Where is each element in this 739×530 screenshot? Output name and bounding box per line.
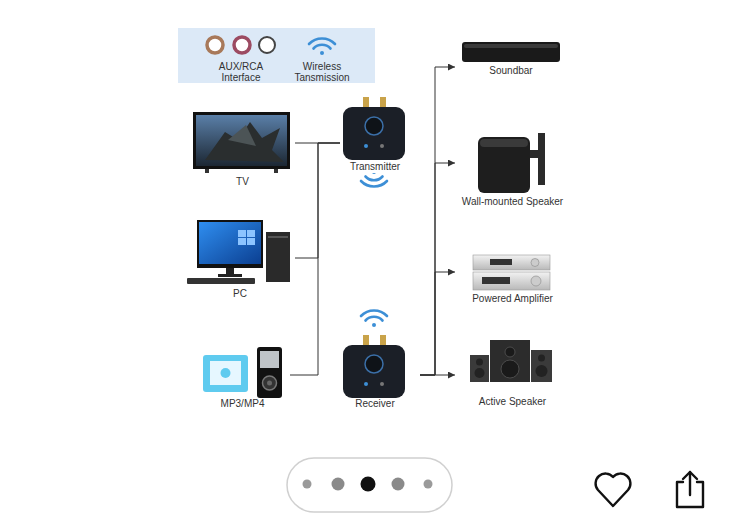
- wall-speaker-node: Wall-mounted Speaker: [455, 130, 570, 210]
- rca-symbol: [259, 37, 275, 53]
- mp3-illustration: [203, 347, 282, 398]
- legend-text: AUX/RCA Interface: [211, 61, 271, 83]
- pager-dot: [332, 478, 345, 491]
- legend-text: Wireless Tansmission: [287, 61, 357, 83]
- device-caption: PC: [232, 288, 248, 300]
- device-caption: Soundbar: [488, 65, 533, 77]
- soundbar-node: Soundbar: [455, 38, 567, 79]
- share-icon: [677, 472, 703, 507]
- connector: [420, 375, 455, 376]
- pager-dot: [361, 477, 376, 492]
- legend-item: Wireless Tansmission: [287, 61, 357, 83]
- device-caption: MP3/MP4: [220, 398, 266, 410]
- device-caption: Wall-mounted Speaker: [461, 196, 564, 208]
- heart-icon: [596, 474, 631, 506]
- soundbar-illustration: [462, 42, 560, 62]
- receiver-node: Receiver: [330, 333, 420, 412]
- amplifier-node: Powered Amplifier: [455, 252, 570, 307]
- wifi-icon: [309, 38, 335, 55]
- device-caption: Powered Amplifier: [471, 293, 554, 305]
- connector: [420, 67, 455, 375]
- device-caption: Active Speaker: [478, 396, 547, 408]
- connector: [290, 143, 340, 375]
- rca-symbol: [234, 37, 250, 53]
- amplifier-illustration: [473, 255, 550, 290]
- transmitter-node: Transmitter: [340, 94, 410, 175]
- pager-dot: [392, 478, 405, 491]
- pager-dot: [303, 480, 312, 489]
- pc-illustration: [187, 220, 290, 284]
- player-node: MP3/MP4: [195, 345, 290, 412]
- transmitter-illustration: [343, 97, 405, 160]
- device-caption: Receiver: [354, 398, 395, 410]
- active-speaker-node: Active Speaker: [455, 338, 570, 410]
- device-caption: Transmitter: [349, 161, 401, 173]
- pager: [287, 458, 452, 512]
- wall-speaker-illustration: [478, 133, 545, 193]
- aux-symbol: [207, 37, 223, 53]
- pager-dot: [424, 480, 433, 489]
- legend-item: AUX/RCA Interface: [211, 61, 271, 83]
- legend-band: [178, 28, 375, 83]
- wifi-icon: [361, 310, 387, 327]
- device-caption: TV: [235, 176, 250, 188]
- tv-illustration: [193, 112, 290, 173]
- active-speaker-illustration: [470, 340, 552, 382]
- pc-node: PC: [185, 215, 295, 302]
- connector: [420, 163, 455, 375]
- connector: [420, 272, 455, 375]
- tv-node: TV: [190, 108, 295, 190]
- receiver-illustration: [343, 335, 405, 398]
